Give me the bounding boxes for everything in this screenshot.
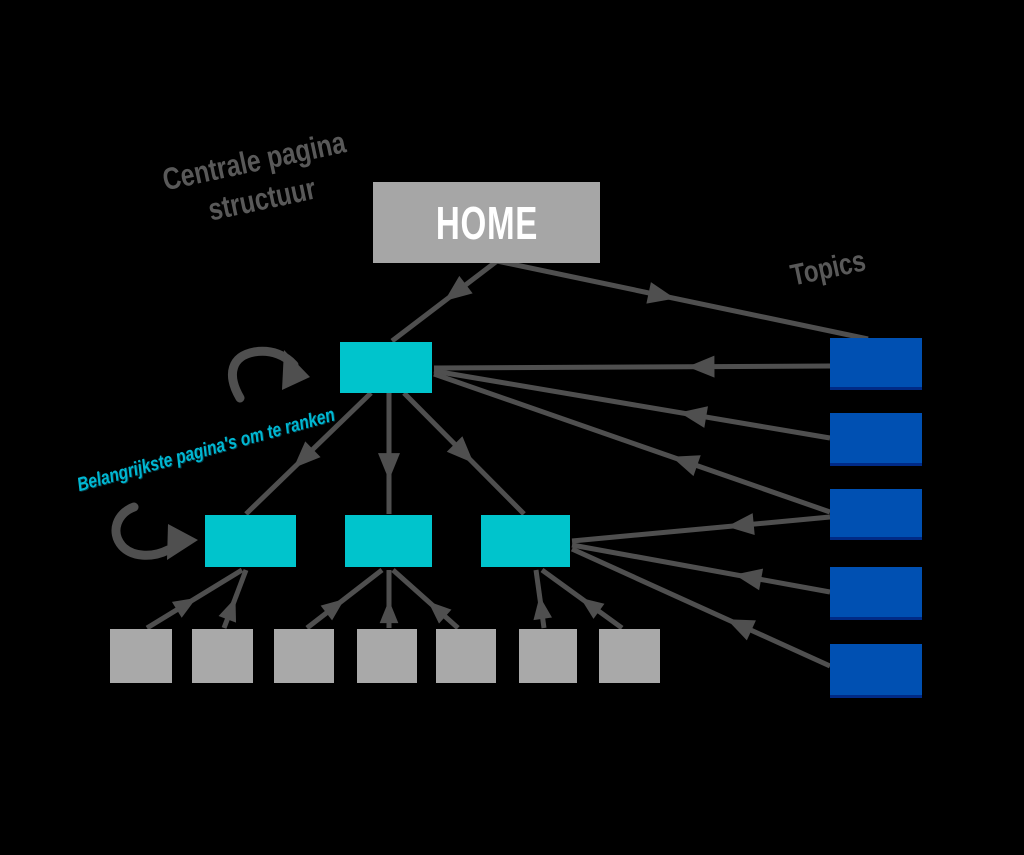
arrowhead-detail3-to-sub2 [320,599,345,621]
detail-box-6[interactable] [519,629,577,683]
topic-box-4[interactable] [830,567,922,620]
curved-arrow-to-subpage [111,502,198,560]
topic-box-2[interactable] [830,413,922,466]
arrowhead-detail6-to-sub3 [533,596,552,621]
connector-topic4-to-sub3 [571,542,831,595]
connector-topic5-to-sub3 [570,546,832,669]
subpage-box-1[interactable] [205,515,296,567]
connector-detail5-to-sub2 [391,568,460,630]
connector-topic3-to-sub3 [571,514,831,544]
arrowhead-topic5-to-sub3 [726,619,756,641]
arrowhead-detail4-to-sub2 [379,600,399,624]
arrowhead-detail5-to-sub2 [428,601,452,624]
detail-box-1[interactable] [110,629,172,683]
detail-box-2[interactable] [192,629,253,683]
subpage-box-2[interactable] [345,515,432,567]
detail-box-5[interactable] [436,629,496,683]
arrowhead-topic3-to-hub [671,455,701,477]
connector-home-to-topic-1 [496,258,869,342]
arrowhead-hub-to-sub1 [293,441,321,469]
arrowhead-detail7-to-sub3 [580,597,605,619]
curved-arrow-to-hub [228,346,310,403]
detail-box-3[interactable] [274,629,334,683]
arrowhead-home-to-hub [444,275,473,301]
arrowhead-topic4-to-sub3 [734,568,764,591]
detail-box-4[interactable] [357,629,417,683]
arrowhead-hub-to-sub3 [446,436,474,464]
arrowhead-topic1-to-hub [687,355,715,378]
topic-box-3[interactable] [830,489,922,540]
arrowhead-detail2-to-sub1 [218,597,237,623]
arrowhead-detail1-to-sub1 [171,597,197,618]
connector-topic3-to-hub [433,371,831,515]
hub-page-box[interactable] [340,342,432,393]
subpage-box-3[interactable] [481,515,570,567]
topic-box-5[interactable] [830,644,922,698]
arrowhead-home-to-topic-1 [646,282,676,304]
connector-topic1-to-hub [433,363,831,371]
home-box-label: HOME [435,196,538,249]
arrowhead-topic2-to-hub [679,406,708,428]
arrowhead-hub-to-sub2 [378,453,400,481]
connector-topic2-to-hub [433,368,831,441]
arrowhead-topic3-to-sub3 [726,513,755,536]
topic-box-1[interactable] [830,338,922,390]
detail-box-7[interactable] [599,629,660,683]
home-box[interactable]: HOME [373,182,600,263]
